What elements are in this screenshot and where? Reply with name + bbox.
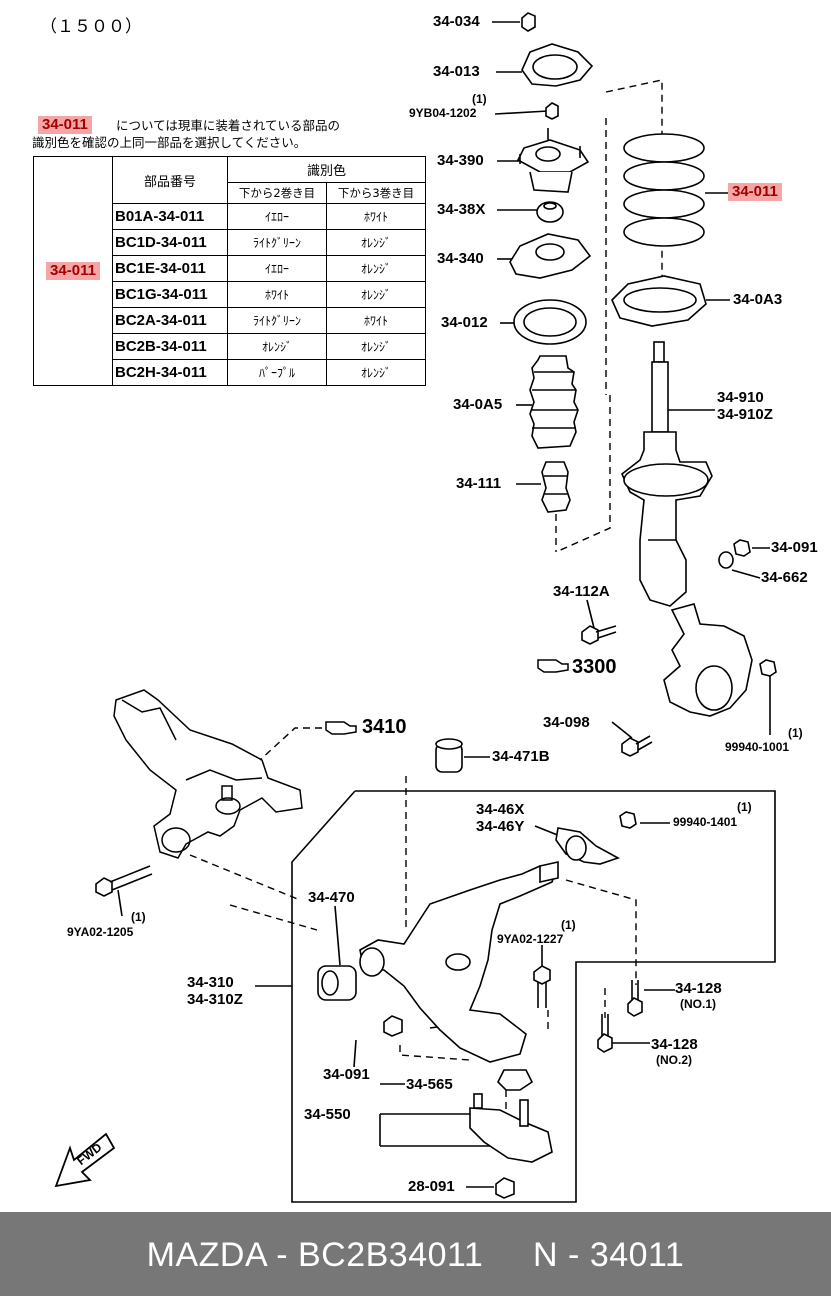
- label-9ya02-1227-qty: (1): [561, 918, 576, 932]
- label-99940-1401: 99940-1401: [673, 815, 738, 829]
- cell-color2: ﾎﾜｲﾄ: [326, 203, 426, 230]
- fwd-arrow-icon: [54, 1132, 116, 1188]
- col-header-sub2: 下から3巻き目: [326, 182, 426, 204]
- label-34-013: 34-013: [433, 63, 480, 80]
- label-99940-1001: 99940-1001: [725, 740, 790, 754]
- label-34-112a: 34-112A: [553, 583, 610, 600]
- footer-bar: MAZDA - BC2B34011 N - 34011: [0, 1212, 831, 1296]
- cell-color1: ｵﾚﾝｼﾞ: [227, 333, 327, 360]
- label-34-46y: 34-46Y: [476, 818, 525, 835]
- cell-color1: ﾗｲﾄｸﾞﾘｰﾝ: [227, 307, 327, 334]
- label-9ya02-1205-qty: (1): [131, 910, 146, 924]
- label-3410: 3410: [362, 716, 407, 738]
- label-34-128-no2: 34-128: [651, 1036, 698, 1053]
- label-34-128-no1: 34-128: [675, 980, 722, 997]
- cell-color2: ﾎﾜｲﾄ: [326, 307, 426, 334]
- cell-color2: ｵﾚﾝｼﾞ: [326, 229, 426, 256]
- label-34-550: 34-550: [304, 1106, 351, 1123]
- label-28-091: 28-091: [408, 1178, 455, 1195]
- label-99940-1401-qty: (1): [737, 800, 752, 814]
- cell-part: BC2B-34-011: [112, 333, 228, 360]
- label-34-471b: 34-471B: [492, 748, 550, 765]
- col-header-part-number: 部品番号: [112, 156, 228, 204]
- label-34-390: 34-390: [437, 152, 484, 169]
- cell-part: BC1D-34-011: [112, 229, 228, 256]
- cell-color1: ﾎﾜｲﾄ: [227, 281, 327, 308]
- table-row-label-cell: 34-011: [33, 156, 113, 386]
- label-34-034: 34-034: [433, 13, 480, 30]
- note-line1: については現車に装着されている部品の: [116, 118, 341, 133]
- cell-color1: ﾊﾟｰﾌﾟﾙ: [227, 359, 327, 386]
- label-9ya02-1205: 9YA02-1205: [67, 925, 134, 939]
- label-3300: 3300: [572, 656, 617, 678]
- hand-pointer-icon: [537, 659, 569, 673]
- note-part-ref: 34-011: [38, 116, 92, 134]
- parts-diagram: （１５００） 34-011 については現車に装着されている部品の 識別色を確認の…: [32, 12, 818, 1203]
- table-subheader-row: 下から2巻き目 下から3巻き目: [34, 182, 426, 204]
- footer-text: MAZDA - BC2B34011 N - 34011: [146, 1236, 685, 1274]
- label-34-910: 34-910: [717, 389, 764, 406]
- label-34-340: 34-340: [437, 250, 484, 267]
- label-99940-1001-qty: (1): [788, 726, 803, 740]
- cell-color1: ｲｴﾛｰ: [227, 255, 327, 282]
- label-9ya02-1227: 9YA02-1227: [497, 932, 564, 946]
- label-34-310z: 34-310Z: [187, 991, 243, 1008]
- identification-table: 34-011 部品番号 識別色 下から2巻き目 下から3巻き目 B01A-34-…: [33, 156, 426, 386]
- page-title: （１５００）: [40, 17, 142, 37]
- label-34-111: 34-111: [456, 475, 502, 492]
- label-9yb04-1202: 9YB04-1202: [409, 106, 477, 120]
- cell-color2: ｵﾚﾝｼﾞ: [326, 281, 426, 308]
- label-34-0a5: 34-0A5: [453, 396, 503, 413]
- label-34-470: 34-470: [308, 889, 355, 906]
- note-text: については現車に装着されている部品の 識別色を確認の上同一部品を選択してください…: [32, 117, 341, 151]
- cell-part: BC2A-34-011: [112, 307, 228, 334]
- label-34-46x: 34-46X: [476, 801, 525, 818]
- cell-part: BC1E-34-011: [112, 255, 228, 282]
- label-34-565: 34-565: [406, 1076, 453, 1093]
- label-34-128-no2-sub: (NO.2): [656, 1053, 692, 1067]
- label-34-38x: 34-38X: [437, 201, 486, 218]
- label-34-098: 34-098: [543, 714, 590, 731]
- cell-color2: ｵﾚﾝｼﾞ: [326, 359, 426, 386]
- label-34-662: 34-662: [761, 569, 808, 586]
- label-34-310: 34-310: [187, 974, 234, 991]
- cell-part: BC2H-34-011: [112, 359, 228, 386]
- label-34-091-upper: 34-091: [771, 539, 818, 556]
- label-34-910z: 34-910Z: [717, 406, 773, 423]
- cell-color1: ｲｴﾛｰ: [227, 203, 327, 230]
- diagram-drawing: [54, 12, 777, 1203]
- label-34-012: 34-012: [441, 314, 488, 331]
- table-row-label: 34-011: [46, 262, 100, 280]
- label-34-128-no1-sub: (NO.1): [680, 997, 716, 1011]
- cell-part: BC1G-34-011: [112, 281, 228, 308]
- label-34-091-lower: 34-091: [323, 1066, 370, 1083]
- col-header-sub1: 下から2巻き目: [227, 182, 327, 204]
- cell-color2: ｵﾚﾝｼﾞ: [326, 255, 426, 282]
- label-34-0a3: 34-0A3: [733, 291, 783, 308]
- note-line2: 識別色を確認の上同一部品を選択してください。: [32, 135, 307, 150]
- cell-color1: ﾗｲﾄｸﾞﾘｰﾝ: [227, 229, 327, 256]
- label-34-011: 34-011: [728, 183, 782, 201]
- label-9yb04-qty: (1): [472, 92, 487, 106]
- cell-part: B01A-34-011: [112, 203, 228, 230]
- table-header-row: 34-011 部品番号 識別色: [33, 156, 426, 386]
- cell-color2: ｵﾚﾝｼﾞ: [326, 333, 426, 360]
- hand-pointer-icon: [325, 721, 357, 735]
- col-header-identification: 識別色: [227, 156, 426, 183]
